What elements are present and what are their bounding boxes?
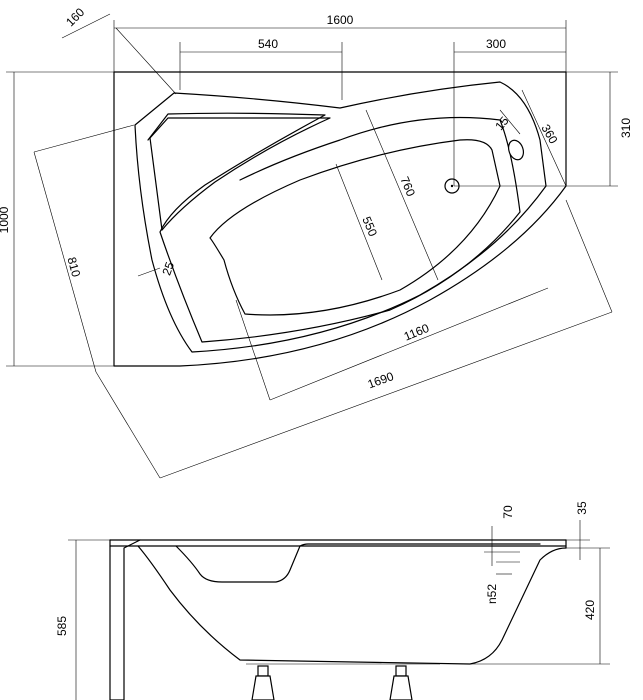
dim-550: 550 — [359, 214, 380, 238]
dim-70: 70 — [501, 505, 515, 519]
overflow-icon — [507, 139, 525, 161]
tub-seat-outline — [149, 117, 331, 231]
tub-step — [299, 543, 541, 547]
foot-right — [389, 665, 413, 700]
dim-310: 310 — [619, 118, 633, 138]
tub-side-profile — [137, 545, 567, 665]
dim-420: 420 — [583, 600, 597, 620]
dim-540: 540 — [258, 37, 278, 51]
dim-300: 300 — [486, 37, 506, 51]
tub-basin-outline — [147, 112, 521, 343]
dim-1690: 1690 — [366, 369, 396, 391]
tub-inner-contour — [209, 139, 501, 316]
dim-360: 360 — [538, 122, 560, 147]
tub-rim-inner — [134, 81, 547, 353]
dim-25: 25 — [159, 260, 177, 278]
dim-1000: 1000 — [0, 206, 11, 233]
tub-outer-outline — [113, 71, 567, 367]
foot-left — [251, 665, 275, 700]
side-view: 585 70 n52 35 420 — [55, 501, 610, 700]
dim-n52: n52 — [485, 584, 499, 604]
dim-760: 760 — [397, 174, 418, 198]
dim-1600: 1600 — [327, 13, 354, 27]
dim-15: 15 — [492, 114, 512, 133]
dim-585: 585 — [55, 616, 69, 636]
dim-1160: 1160 — [402, 321, 431, 344]
dim-810: 810 — [65, 255, 84, 278]
drain-center — [450, 184, 454, 188]
tub-seat-pocket — [175, 545, 301, 583]
top-view: 1600 160 540 300 310 1000 15 360 760 — [0, 5, 633, 479]
tub-end-panel — [109, 539, 141, 700]
dim-35: 35 — [575, 501, 589, 515]
dim-160: 160 — [63, 5, 87, 29]
